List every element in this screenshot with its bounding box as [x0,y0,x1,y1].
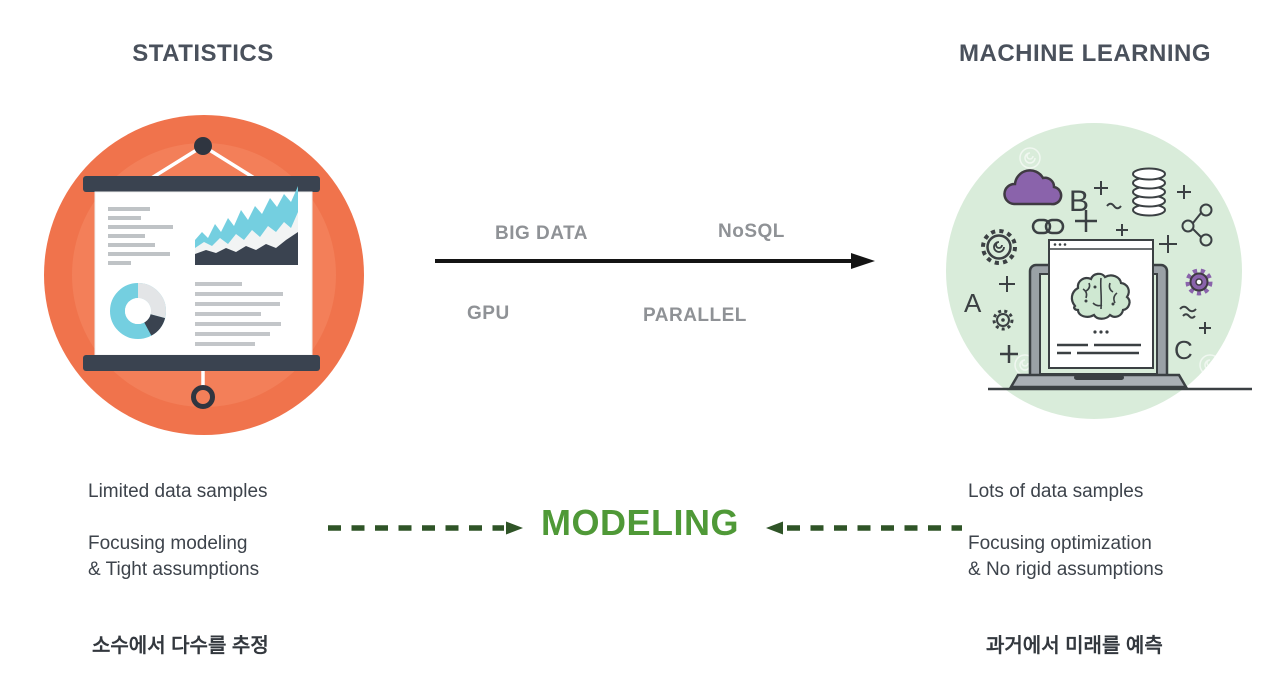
label-gpu: GPU [467,303,510,324]
machine-learning-heading: MACHINE LEARNING [959,40,1211,67]
arrowhead-right [851,253,875,269]
browser-window [1048,239,1154,369]
statistics-caption-korean: 소수에서 다수를 추정 [92,635,269,657]
statistics-focus-line1: Focusing modeling [88,533,248,554]
donut-chart-icon [110,283,166,339]
letter-b: B [1069,185,1089,218]
browser-text-lines [1057,343,1141,355]
modeling-label: MODELING [541,502,739,543]
area-chart-icon [195,186,298,265]
arrowhead-right [506,521,523,535]
slide-text-lines-top [108,207,173,265]
dashed-arrow-left [328,521,523,535]
statistics-focus-text: Focusing modeling & Tight assumptions [88,531,259,583]
ml-samples-text: Lots of data samples [968,481,1144,502]
chain-link-icon [1031,218,1065,235]
statistics-heading: STATISTICS [132,40,274,67]
ml-focus-text: Focusing optimization & No rigid assumpt… [968,531,1163,583]
statistics-focus-line2: & Tight assumptions [88,559,260,580]
label-nosql: NoSQL [718,221,785,242]
share-icon [1181,203,1213,247]
ml-focus-line1: Focusing optimization [968,533,1152,554]
database-icon [1132,167,1166,217]
tilde-icon [1106,202,1197,319]
hanger-dot [194,137,212,155]
machine-learning-illustration: B A C [946,123,1252,419]
arrowhead-left [766,521,783,535]
letter-a: A [964,288,982,318]
gear-icon [981,229,1017,265]
screen-bottom-bar [83,355,320,371]
letter-c: C [1174,335,1193,365]
presentation-screen-icon [83,137,320,409]
brain-icon [1070,272,1131,320]
label-parallel: PARALLEL [643,305,747,326]
statistics-illustration [44,115,364,435]
statistics-samples-text: Limited data samples [88,481,268,502]
gear-purple-icon [1185,268,1213,296]
gear-small-icon [992,309,1014,331]
cloud-icon [1003,169,1063,206]
main-arrow [435,253,875,269]
slide-text-lines-bottom [195,282,283,346]
label-big-data: BIG DATA [495,223,589,244]
ml-focus-line2: & No rigid assumptions [968,559,1164,580]
ml-caption-korean: 과거에서 미래를 예측 [986,635,1163,657]
dashed-arrow-right [766,521,962,535]
screen-top-bar [83,176,320,192]
pull-ring [191,385,215,409]
plus-icon [999,181,1211,363]
